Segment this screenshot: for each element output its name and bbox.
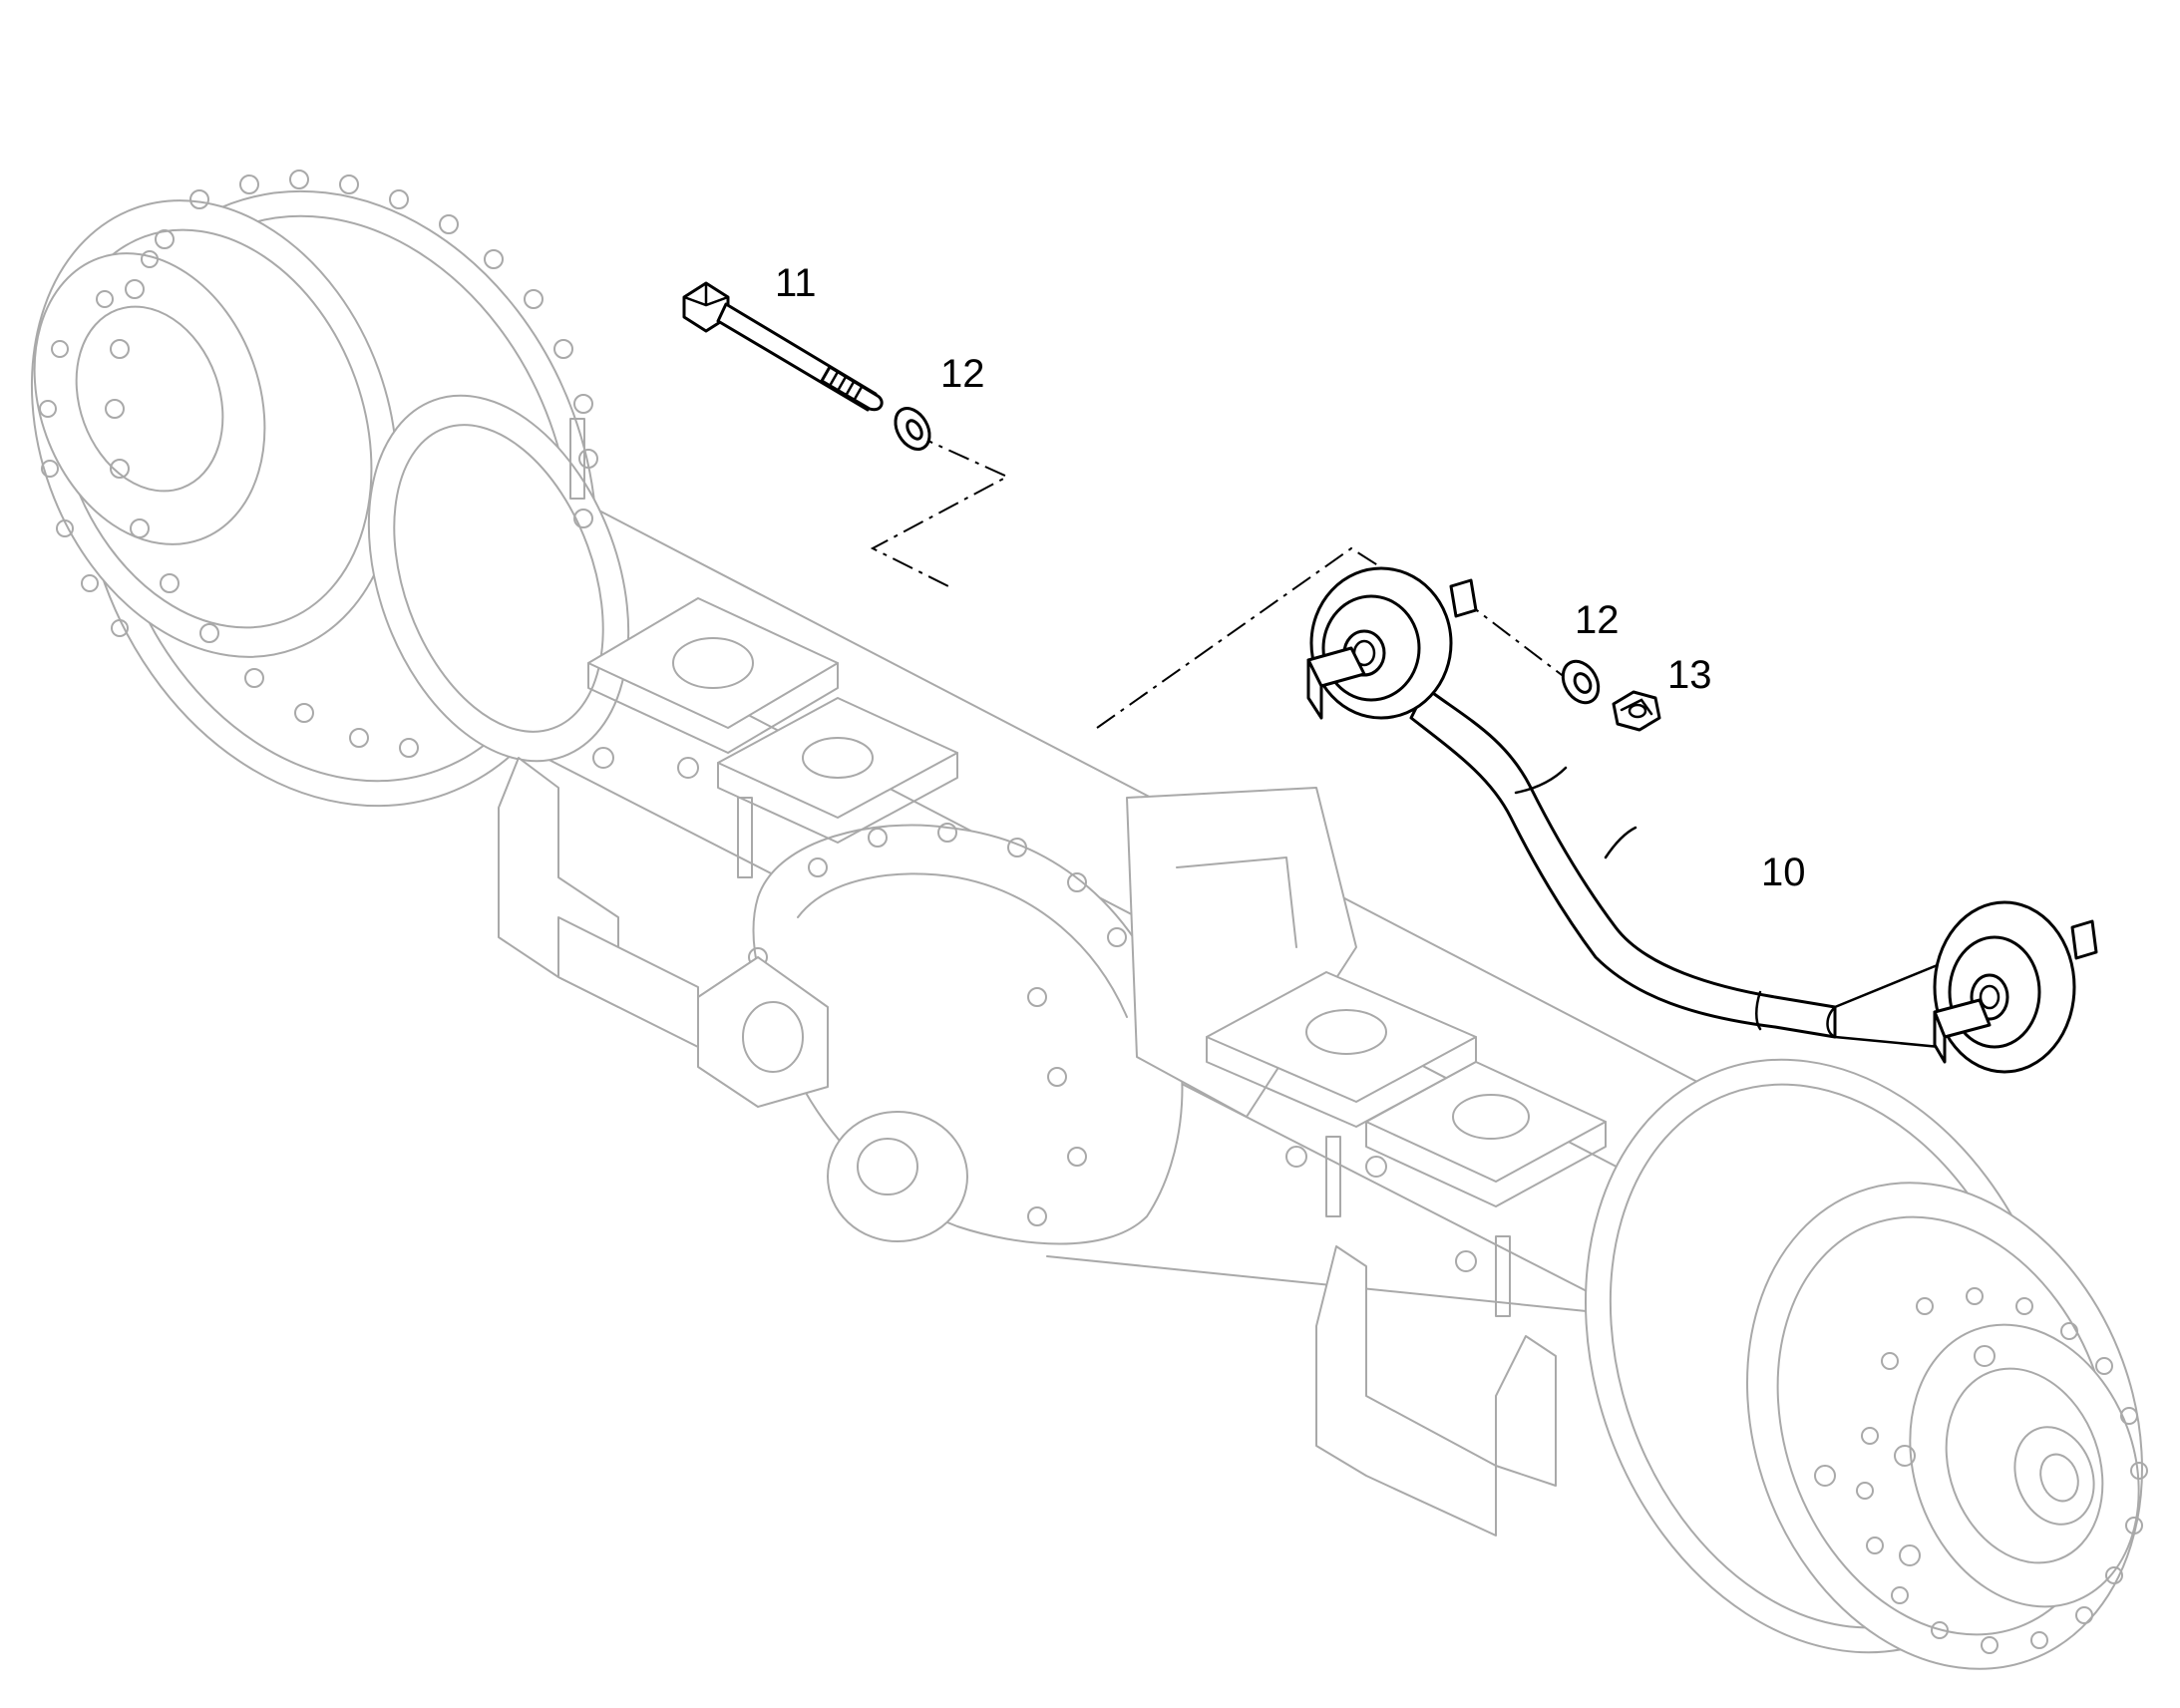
spring-pad-right — [1206, 971, 1477, 1128]
right-hub-bolt-ring — [1814, 1287, 2148, 1654]
axle-studs — [569, 418, 1511, 1317]
callout-10: 10 — [1761, 851, 1806, 894]
bracket-left — [498, 757, 699, 1048]
nut-part — [1612, 690, 1661, 732]
torque-rod-part — [1306, 566, 2098, 1074]
washer-top-part — [894, 407, 931, 451]
spring-pad-left — [587, 597, 839, 754]
bracket-right — [1315, 1245, 1557, 1537]
leader-lines — [870, 433, 1567, 729]
callout-labels: 11 12 12 13 10 — [775, 261, 1806, 894]
spring-pad-center — [717, 697, 958, 844]
callout-12-top: 12 — [940, 352, 985, 396]
axle-assembly — [30, 170, 2148, 1670]
washer-right-part — [1561, 659, 1601, 705]
input-flange — [697, 956, 829, 1108]
callout-12-right: 12 — [1575, 598, 1620, 642]
spring-pad-far-right — [1365, 1061, 1607, 1207]
callout-13: 13 — [1667, 653, 1712, 697]
left-hub-bolt-ring — [39, 170, 598, 758]
left-wheel-hub — [30, 170, 630, 808]
bolt-part — [682, 281, 884, 412]
callout-11: 11 — [775, 261, 817, 305]
right-wheel-hub — [1585, 1058, 2148, 1670]
